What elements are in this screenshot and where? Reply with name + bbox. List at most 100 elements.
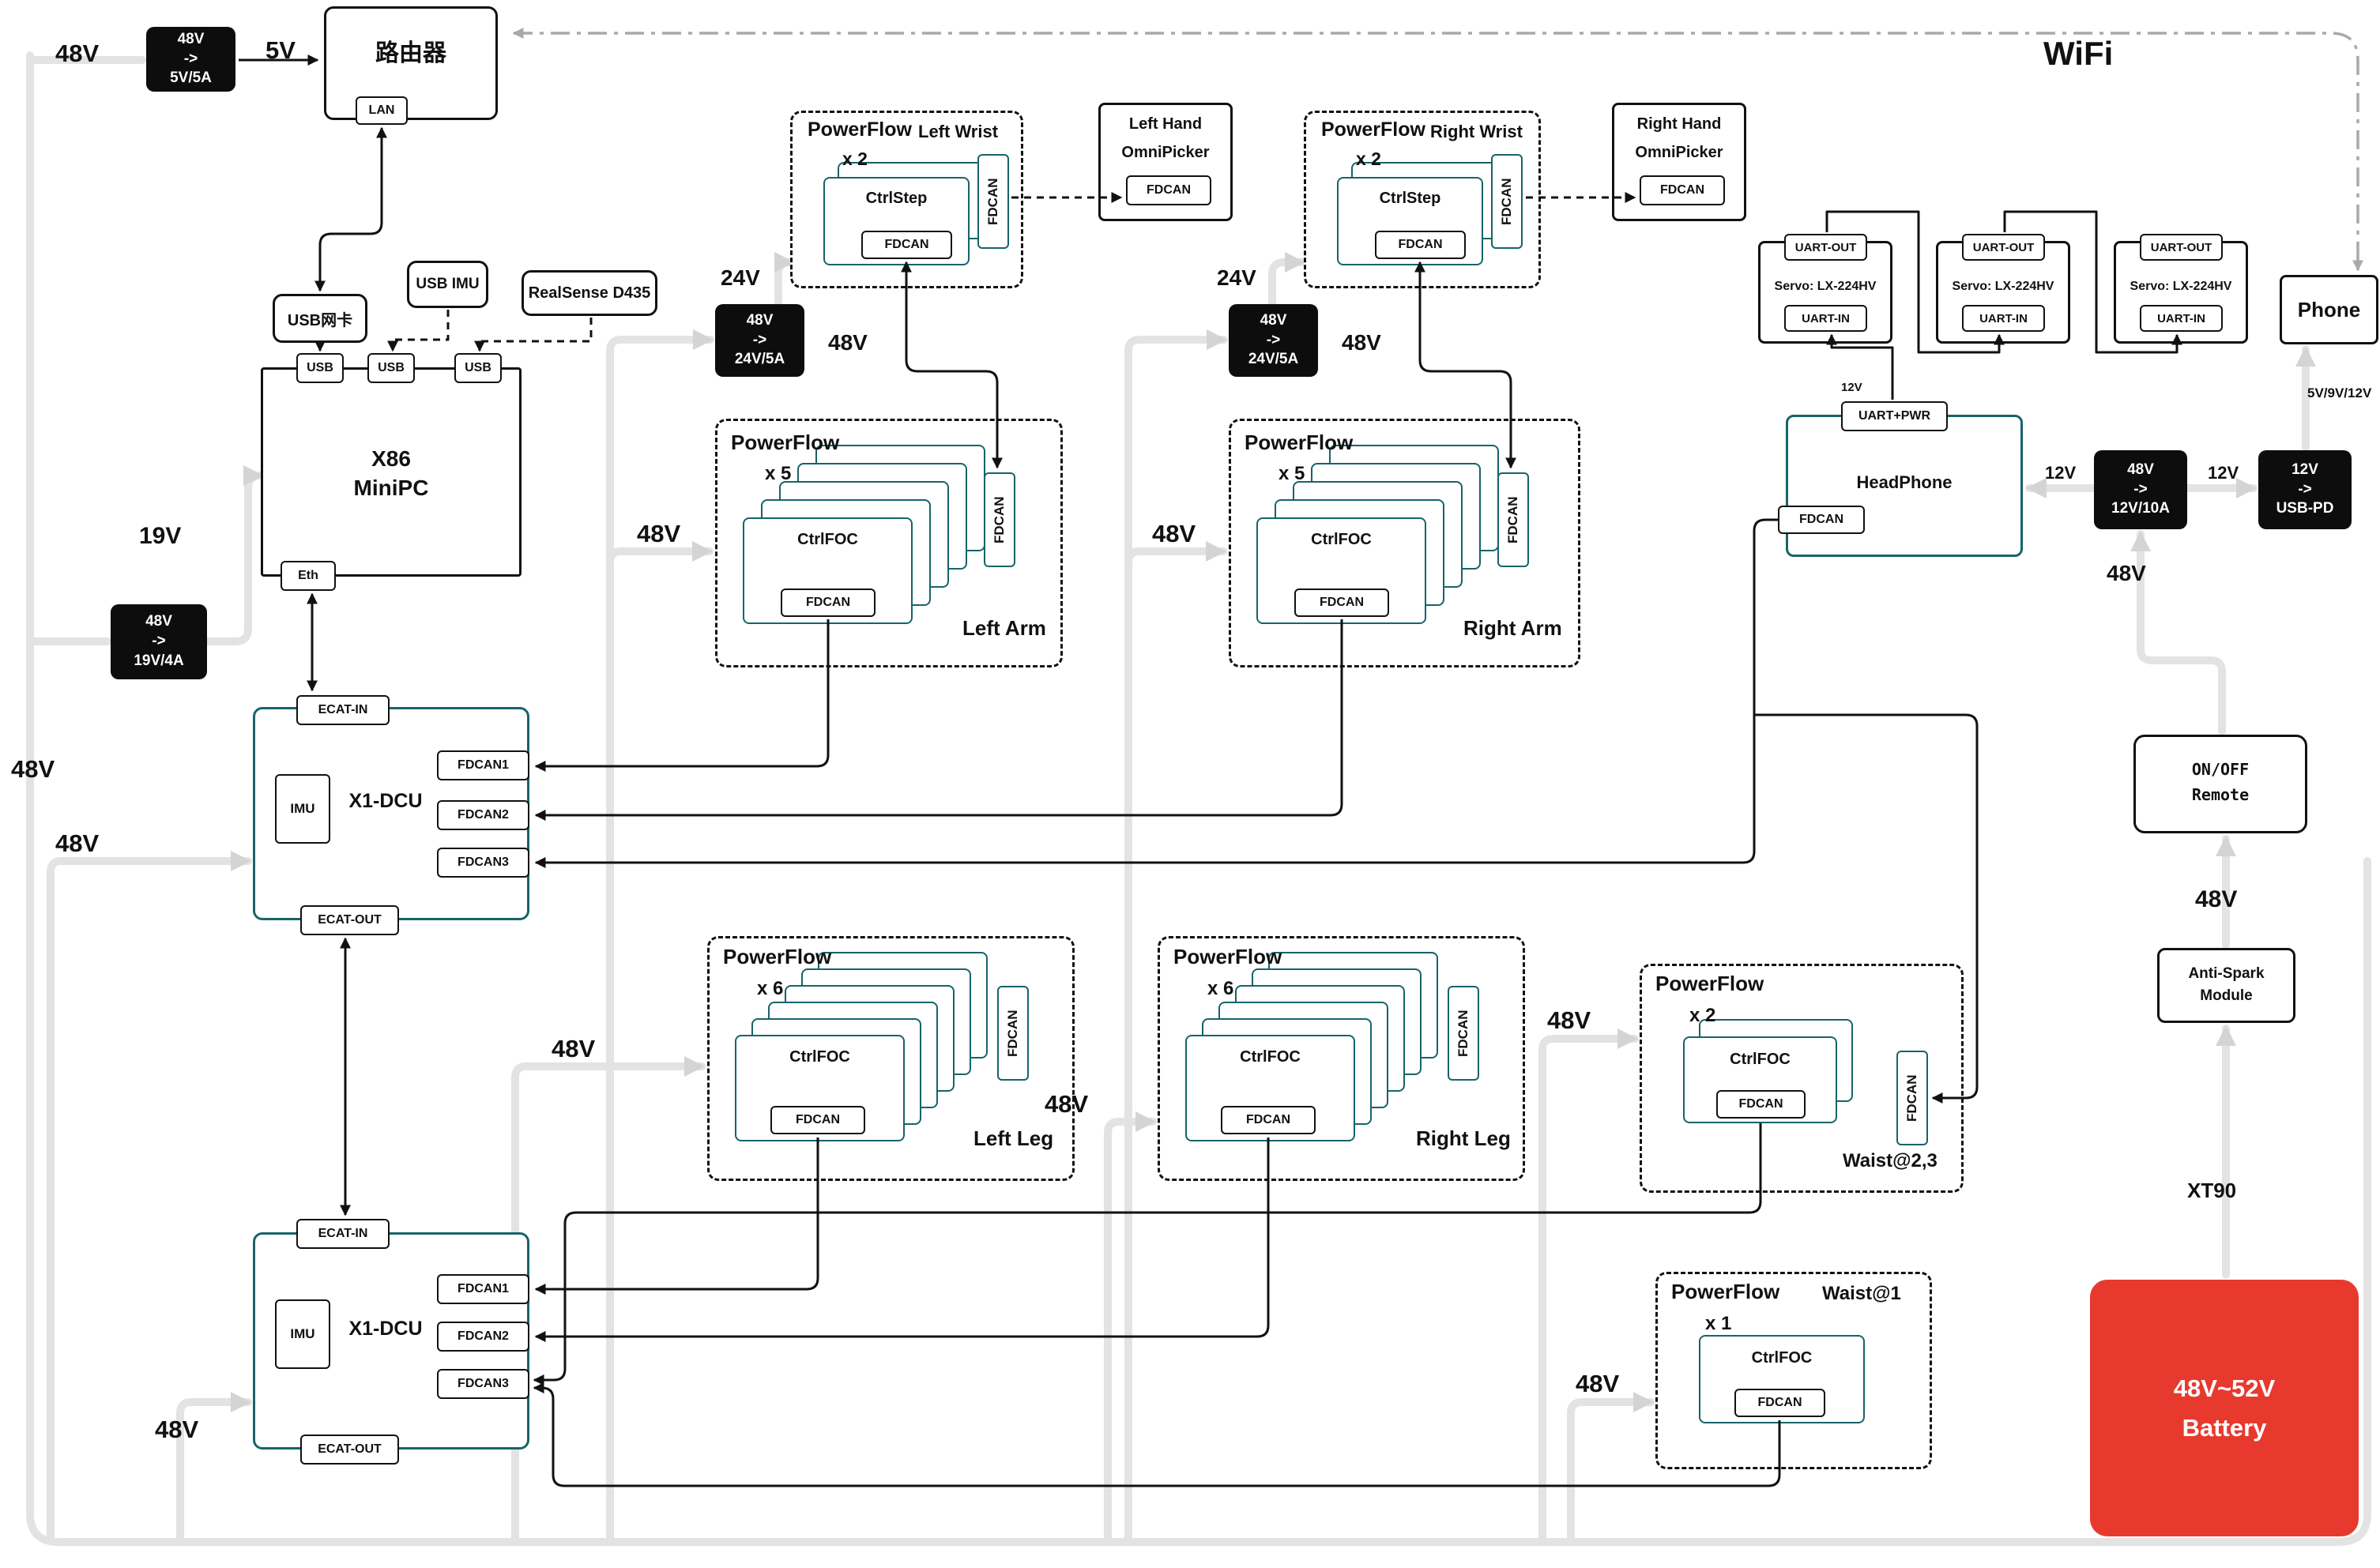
fdcan-tab: FDCAN xyxy=(1497,472,1529,567)
label-48v-arm-left: 48V xyxy=(637,520,681,547)
uart-out-port: UART-OUT xyxy=(1962,234,2045,261)
fdcan-port: FDCAN xyxy=(1778,506,1865,534)
ctrlstep-label: CtrlStep xyxy=(1379,190,1441,207)
converter-48v-12v: 48V->12V/10A xyxy=(2094,450,2187,529)
label-5v: 5V xyxy=(265,36,296,64)
label-48v-arm-right: 48V xyxy=(1152,520,1196,547)
label-xt90: XT90 xyxy=(2187,1179,2237,1202)
usb-port-2: USB xyxy=(367,353,415,383)
powerflow-left-wrist-count: x 2 xyxy=(842,149,868,169)
fdcan-port: FDCAN xyxy=(1734,1389,1825,1417)
dcu-upper-imu: IMU xyxy=(275,774,330,844)
converter-48v-19v: 48V->19V/4A xyxy=(111,604,207,679)
label-48v-dcu1: 48V xyxy=(55,829,100,857)
minipc-title-line1: X86 xyxy=(371,446,411,471)
fdcan-port: FDCAN xyxy=(781,588,876,617)
converter-48v-24v-right: 48V->24V/5A xyxy=(1229,304,1318,377)
powerflow-left-leg-name: Left Leg xyxy=(973,1126,1054,1150)
converter-48v-5v: 48V->5V/5A xyxy=(146,27,235,92)
battery-box: 48V~52V Battery xyxy=(2090,1280,2359,1536)
batt ery-line2: Battery xyxy=(2182,1413,2267,1442)
label-48v-wrist-left: 48V xyxy=(828,330,868,355)
uart-out-port: UART-OUT xyxy=(2140,234,2223,261)
ctrlfoc-label: CtrlFOC xyxy=(1751,1349,1813,1367)
usb-imu-box: USB IMU xyxy=(407,261,488,308)
label-19v: 19V xyxy=(139,523,182,549)
powerflow-left-wrist-name: Left Wrist xyxy=(918,122,999,141)
headphone-title: HeadPhone xyxy=(1856,472,1953,492)
powerflow-waist23-count: x 2 xyxy=(1689,1005,1716,1026)
fdcan-tab: FDCAN xyxy=(984,472,1015,567)
uart-in-port: UART-IN xyxy=(1962,305,2045,332)
realsense-box: RealSense D435 xyxy=(522,270,657,316)
minipc-title-line2: MiniPC xyxy=(353,476,429,500)
remote-line1: ON/OFF xyxy=(2191,760,2250,779)
uart-in-port: UART-IN xyxy=(1784,305,1867,332)
usb-port-1: USB xyxy=(296,353,344,383)
left-hand-subtitle: OmniPicker xyxy=(1121,144,1210,161)
ctrlfoc-label: CtrlFOC xyxy=(797,531,858,548)
right-hand-title: Right Hand xyxy=(1636,115,1722,133)
powerflow-left-leg-count: x 6 xyxy=(757,978,784,999)
powerflow-left-arm-count: x 5 xyxy=(765,463,792,484)
powerflow-right-wrist-name: Right Wrist xyxy=(1430,122,1523,141)
powerflow-right-leg-title: PowerFlow xyxy=(1173,945,1282,968)
eth-port: Eth xyxy=(281,561,336,591)
ctrlfoc-label: CtrlFOC xyxy=(1730,1051,1791,1068)
dcu-lower-imu: IMU xyxy=(275,1299,330,1369)
dcu-lower-ecat-in: ECAT-IN xyxy=(296,1219,390,1249)
powerflow-right-wrist-title: PowerFlow xyxy=(1321,118,1425,141)
usb-port-3: USB xyxy=(454,353,502,383)
minipc-box xyxy=(261,367,522,577)
converter-12v-usbpd: 12V->USB-PD xyxy=(2258,450,2352,529)
lan-port: LAN xyxy=(356,96,408,125)
label-48v-edge: 48V xyxy=(11,755,55,783)
label-12v-out: 12V xyxy=(2208,463,2239,483)
dcu-upper-fdcan3: FDCAN3 xyxy=(437,848,529,878)
fdcan-tab: FDCAN xyxy=(1448,986,1479,1081)
right-hand-subtitle: OmniPicker xyxy=(1635,144,1723,161)
dcu-upper-title: X1-DCU xyxy=(348,790,423,812)
dcu-lower-ecat-out: ECAT-OUT xyxy=(300,1435,399,1465)
powerflow-right-arm-title: PowerFlow xyxy=(1245,431,1354,454)
fdcan-port: FDCAN xyxy=(1294,588,1389,617)
label-48v-wrist-right: 48V xyxy=(1342,330,1381,355)
remote-line2: Remote xyxy=(2191,785,2250,804)
uart-pwr-port: UART+PWR xyxy=(1841,401,1948,431)
fdcan-tab: FDCAN xyxy=(1896,1051,1928,1145)
battery-line1: 48V~52V xyxy=(2173,1374,2276,1402)
powerflow-waist1-name: Waist@1 xyxy=(1822,1283,1901,1304)
left-hand-title: Left Hand xyxy=(1128,115,1203,133)
label-48v-leg-left: 48V xyxy=(552,1035,596,1062)
powerflow-left-arm-name: Left Arm xyxy=(962,616,1046,640)
powerflow-waist23-name: Waist@2,3 xyxy=(1843,1150,1938,1171)
antispark-line2: Module xyxy=(2200,987,2253,1004)
fdcan-tab: FDCAN xyxy=(1491,154,1523,249)
fdcan-tab: FDCAN xyxy=(977,154,1009,249)
uart-in-port: UART-IN xyxy=(2140,305,2223,332)
antispark-box xyxy=(2157,948,2295,1023)
dcu-upper-ecat-in: ECAT-IN xyxy=(296,695,390,725)
powerflow-waist1-count: x 1 xyxy=(1705,1313,1732,1334)
label-24v-left: 24V xyxy=(721,265,760,290)
fdcan-tab: FDCAN xyxy=(997,986,1029,1081)
remote-box xyxy=(2133,735,2307,833)
dcu-lower-fdcan2: FDCAN2 xyxy=(437,1322,529,1352)
powerflow-right-arm-count: x 5 xyxy=(1278,463,1305,484)
fdcan-port: FDCAN xyxy=(1716,1090,1806,1119)
label-48v-leg-right: 48V xyxy=(1045,1090,1089,1118)
fdcan-port: FDCAN xyxy=(1375,231,1466,259)
label-phone-power: 5V/9V/12V xyxy=(2307,385,2372,400)
router-title: 路由器 xyxy=(375,40,446,66)
fdcan-port: FDCAN xyxy=(861,231,952,259)
ctrlfoc-label: CtrlFOC xyxy=(1311,531,1372,548)
powerflow-right-leg-name: Right Leg xyxy=(1416,1126,1511,1150)
powerflow-left-arm-title: PowerFlow xyxy=(731,431,840,454)
dcu-upper-fdcan1: FDCAN1 xyxy=(437,750,529,780)
converter-48v-24v-left: 48V->24V/5A xyxy=(715,304,804,377)
label-12v-in: 12V xyxy=(2045,463,2077,483)
wifi-label: WiFi xyxy=(2043,35,2114,72)
servo-name: Servo: LX-224HV xyxy=(2130,280,2232,293)
powerflow-right-leg-count: x 6 xyxy=(1207,978,1234,999)
dcu-upper-fdcan2: FDCAN2 xyxy=(437,800,529,830)
